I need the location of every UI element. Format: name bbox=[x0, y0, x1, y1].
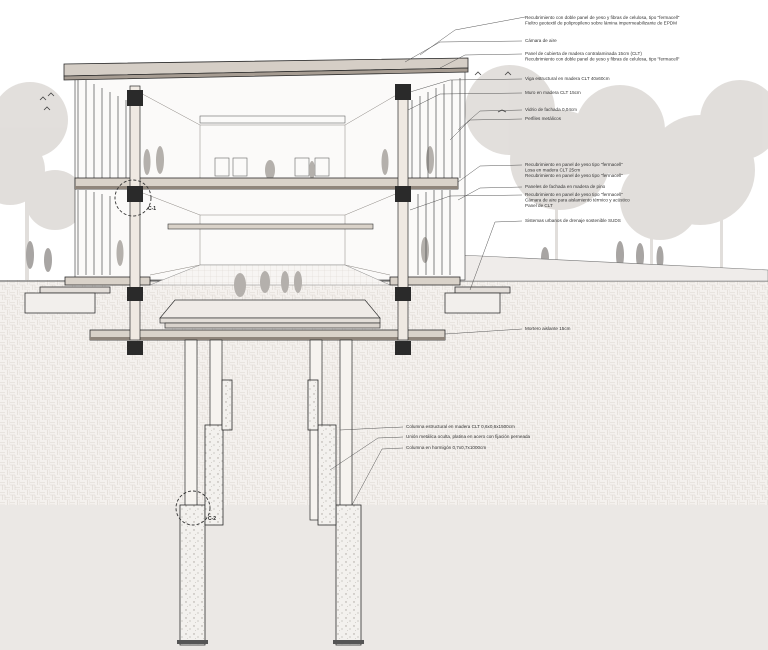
annotation-line: Unión metálica oculta, platina en acero … bbox=[406, 434, 531, 439]
annotation-a8: Recubrimiento en panel de yeso tipo "fer… bbox=[525, 162, 623, 178]
leader-a9 bbox=[457, 186, 523, 201]
deep-soil bbox=[0, 505, 768, 650]
annotations: Recubrimiento con doble panel de yeso y … bbox=[406, 15, 680, 450]
annotation-line: Recubrimiento con doble panel de yeso y … bbox=[525, 56, 680, 61]
annotation-a1: Recubrimiento con doble panel de yeso y … bbox=[525, 15, 680, 25]
people-silhouettes bbox=[26, 241, 664, 272]
leader-a6 bbox=[457, 109, 523, 131]
annotation-line: Panel de CLT bbox=[525, 203, 553, 208]
birds bbox=[39, 71, 512, 113]
central-stair bbox=[159, 299, 381, 329]
annotation-a3: Panel de cubierta de madera contralamina… bbox=[525, 51, 680, 61]
leader-a12 bbox=[444, 328, 523, 335]
annotation-line: Columna en hormigón 0,7x0,7x1000cm bbox=[406, 445, 486, 450]
annotation-line: Cámara de aire para aislamiento térmico … bbox=[525, 197, 630, 202]
annotation-line: Recubrimiento en panel de yeso tipo "fer… bbox=[525, 162, 623, 167]
basement-slab-edge bbox=[90, 337, 445, 340]
leader-a1 bbox=[419, 16, 526, 56]
leader-a8 bbox=[457, 164, 523, 183]
leader-a15 bbox=[351, 447, 404, 506]
annotation-line: Fieltro geotextil de polipropileno sobre… bbox=[525, 20, 677, 25]
annotation-a9: Paneles de fachada en madera de pino bbox=[525, 184, 606, 189]
left-facade-glazing bbox=[77, 80, 127, 275]
leader-a13 bbox=[339, 426, 404, 431]
leader-a2 bbox=[404, 40, 523, 63]
annotation-line: Sistemas urbanos de drenaje sostenible S… bbox=[525, 218, 621, 223]
left-footing bbox=[24, 286, 111, 314]
interior-people bbox=[116, 146, 434, 297]
background-trees bbox=[0, 65, 768, 280]
gallery-frames bbox=[199, 115, 346, 177]
annotation-a12: Mortero aislante 15cm bbox=[525, 326, 571, 331]
beam-blocks bbox=[127, 84, 411, 355]
callout-c1-label: C-1 bbox=[148, 206, 156, 212]
leader-a11 bbox=[469, 220, 523, 291]
annotation-line: Recubrimiento en panel de yeso tipo "fer… bbox=[525, 192, 623, 197]
upper-floor-slab-edge bbox=[75, 186, 458, 189]
inner-ceiling bbox=[167, 223, 374, 230]
column-bases bbox=[177, 640, 364, 644]
roof bbox=[63, 57, 469, 81]
annotation-a10: Recubrimiento en panel de yeso tipo "fer… bbox=[525, 192, 630, 208]
annotation-line: Panel de cubierta de madera contralamina… bbox=[525, 51, 642, 56]
annotation-line: Perfiles metálicos bbox=[525, 116, 562, 121]
annotation-line: Muro en madera CLT 15cm bbox=[525, 90, 581, 95]
annotation-a6: Vidrio de fachada 0,04cm bbox=[525, 107, 577, 112]
callout-c2-label: C-2 bbox=[208, 516, 216, 522]
callout-c1-circle bbox=[114, 179, 152, 217]
detail-callouts bbox=[114, 179, 211, 526]
annotation-line: Columna estructural en madera CLT 0,6x0,… bbox=[406, 424, 515, 429]
right-facade-glazing bbox=[411, 78, 461, 275]
ground-floor-slab bbox=[64, 276, 151, 286]
annotation-line: Losa en madera CLT 25cm bbox=[525, 167, 580, 172]
annotation-a11: Sistemas urbanos de drenaje sostenible S… bbox=[525, 218, 621, 223]
ground-floor-slab-right bbox=[389, 276, 461, 286]
concrete-columns bbox=[179, 379, 362, 646]
annotation-a2: Cámara de aire bbox=[525, 38, 557, 43]
leader-a14 bbox=[329, 436, 404, 471]
annotation-line: Viga estructural en madera CLT 40x60cm bbox=[525, 76, 610, 81]
annotation-a7: Perfiles metálicos bbox=[525, 116, 562, 121]
annotation-a4: Viga estructural en madera CLT 40x60cm bbox=[525, 76, 610, 81]
underground-soil bbox=[0, 280, 768, 510]
annotation-line: Cámara de aire bbox=[525, 38, 557, 43]
leader-a5 bbox=[407, 92, 523, 111]
leader-a10 bbox=[409, 194, 523, 211]
leader-a7 bbox=[449, 118, 523, 141]
annotation-line: Paneles de fachada en madera de pino bbox=[525, 184, 606, 189]
annotation-line: Recubrimiento con doble panel de yeso y … bbox=[525, 15, 680, 20]
annotation-leaders bbox=[329, 16, 526, 506]
annotation-line: Mortero aislante 15cm bbox=[525, 326, 571, 331]
annotation-a13: Columna estructural en madera CLT 0,6x0,… bbox=[406, 424, 515, 429]
callout-c2-circle bbox=[175, 490, 211, 526]
right-footing bbox=[444, 286, 511, 314]
annotation-a5: Muro en madera CLT 15cm bbox=[525, 90, 581, 95]
annotation-a14: Unión metálica oculta, platina en acero … bbox=[406, 434, 531, 439]
annotation-a15: Columna en hormigón 0,7x0,7x1000cm bbox=[406, 445, 486, 450]
leader-a3 bbox=[439, 53, 523, 69]
annotation-line: Recubrimiento en panel de yeso tipo "fer… bbox=[525, 173, 623, 178]
leader-a4 bbox=[409, 78, 523, 93]
annotation-line: Vidrio de fachada 0,04cm bbox=[525, 107, 577, 112]
